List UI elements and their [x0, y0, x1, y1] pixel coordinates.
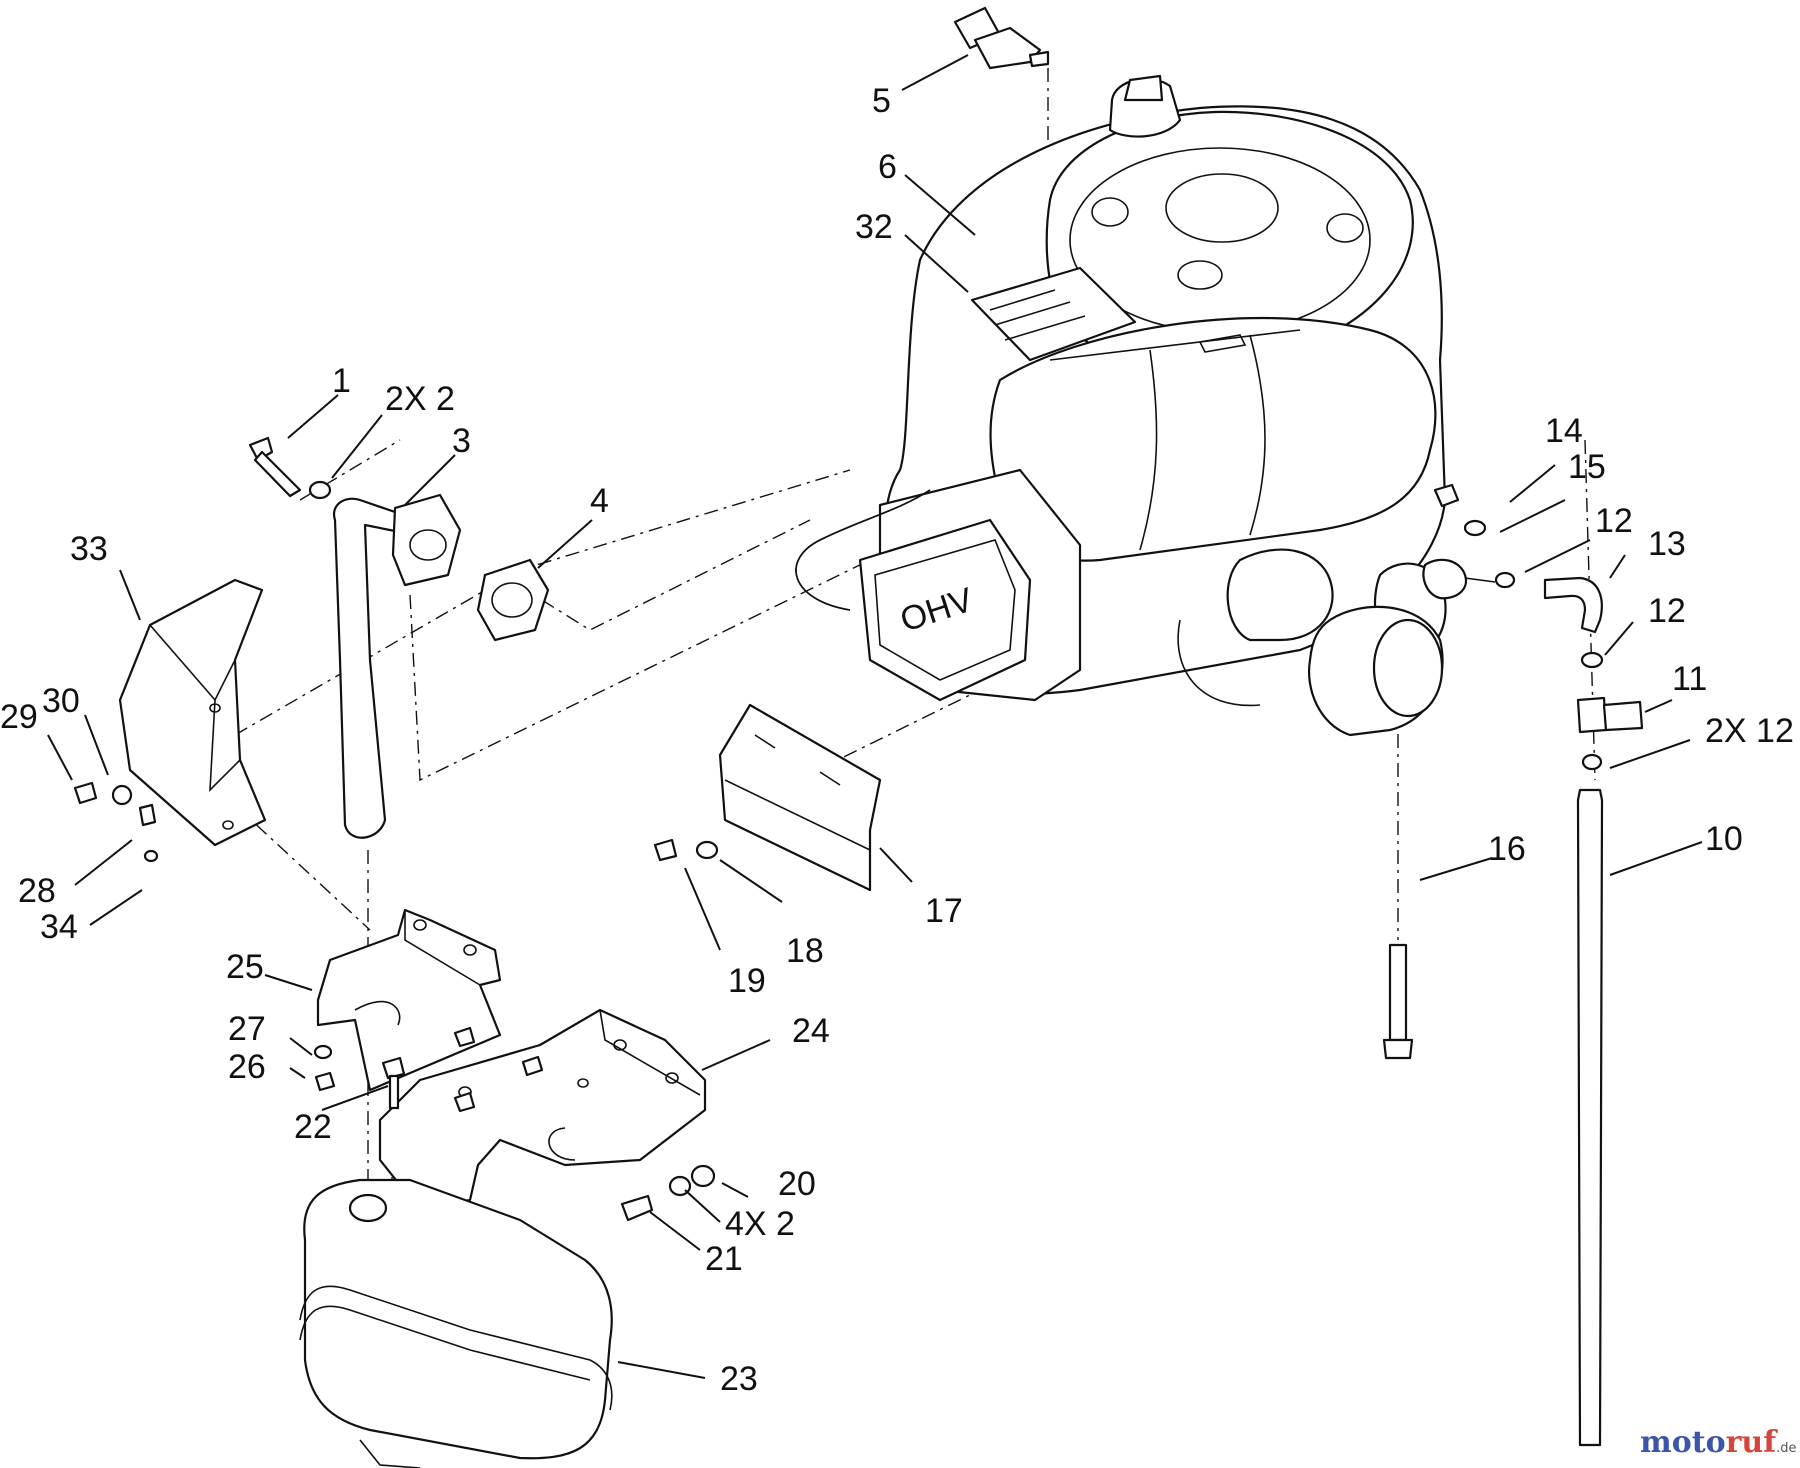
callout-3: 3 [452, 422, 471, 460]
callout-12-upper: 12 [1595, 502, 1633, 540]
part-4-gasket [476, 558, 550, 642]
callout-30: 30 [42, 682, 80, 720]
callout-11: 11 [1672, 660, 1707, 698]
shield-fasteners [73, 781, 159, 863]
part-28-bolt [138, 803, 157, 827]
callout-20: 20 [778, 1165, 816, 1203]
callout-1: 1 [332, 362, 351, 400]
exhaust-pipe-parts [248, 436, 550, 839]
callout-34: 34 [40, 908, 78, 946]
part-16-bolt [1382, 943, 1414, 1060]
part-23-muffler [299, 1178, 613, 1468]
callout-12-lower: 12 [1648, 592, 1686, 630]
part-34-washer [143, 849, 159, 863]
part-30-washer [111, 784, 133, 806]
callout-19: 19 [728, 962, 766, 1000]
callout-32: 32 [855, 208, 893, 246]
callout-16: 16 [1488, 830, 1526, 868]
callout-25: 25 [226, 948, 264, 986]
callout-21: 21 [705, 1240, 743, 1278]
callout-15: 15 [1568, 448, 1606, 486]
part-29-nut [73, 781, 98, 805]
baffle-fasteners [653, 838, 719, 862]
part-22-bolt [381, 1056, 406, 1080]
watermark-logo: motoruf.de [1640, 1425, 1797, 1460]
part-18-washer [695, 840, 719, 860]
callout-29: 29 [0, 698, 38, 736]
callout-24: 24 [792, 1012, 830, 1050]
part-17-baffle [718, 703, 882, 892]
part-15-washer [1463, 519, 1487, 537]
leader-lines [47, 54, 1703, 1379]
part-20-washer [690, 1164, 716, 1188]
callout-2x12: 2X 12 [1705, 712, 1794, 750]
callout-33: 33 [70, 530, 108, 568]
callout-4: 4 [590, 482, 609, 520]
part-12-clamp [1494, 571, 1516, 589]
engine-assembly: OHV [795, 74, 1496, 737]
callout-13: 13 [1648, 525, 1686, 563]
callout-2x2: 2X 2 [385, 380, 455, 418]
callout-4x2: 4X 2 [725, 1205, 795, 1243]
part-2-washer [308, 480, 332, 500]
part-21-bolt [620, 1194, 654, 1222]
callout-6: 6 [878, 148, 897, 186]
part-10-fuel-hose [1576, 788, 1604, 1447]
callout-28: 28 [18, 872, 56, 910]
part-5-oil-sensor [953, 6, 1050, 70]
callout-14: 14 [1545, 412, 1583, 450]
watermark-suffix: .de [1776, 1441, 1796, 1456]
svg-text:motoruf.de: motoruf.de [1640, 1425, 1797, 1460]
callout-22: 22 [294, 1108, 332, 1146]
bracket-fasteners [313, 1026, 716, 1222]
part-26-nut [314, 1071, 336, 1092]
part-33-heat-shield [118, 578, 267, 847]
callout-17: 17 [925, 892, 963, 930]
part-14-nut [1433, 483, 1460, 508]
watermark-blue: moto [1640, 1425, 1726, 1460]
callout-labels: 1 2X 2 3 4 5 6 32 33 30 29 28 34 14 15 1… [0, 82, 1794, 1398]
callout-23: 23 [720, 1360, 758, 1398]
callout-18: 18 [786, 932, 824, 970]
part-11-valve [1576, 696, 1608, 734]
callout-27: 27 [228, 1010, 266, 1048]
watermark-red: ruf [1726, 1425, 1779, 1460]
callout-26: 26 [228, 1048, 266, 1086]
callout-5: 5 [872, 82, 891, 120]
part-19-bolt [653, 838, 678, 862]
part-13-elbow [1543, 576, 1603, 634]
fuel-line-parts [1433, 483, 1644, 1447]
part-25-bracket [316, 908, 502, 1092]
part-1-bolt [248, 436, 274, 462]
callout-10: 10 [1705, 820, 1743, 858]
part-27-washer [313, 1044, 333, 1060]
